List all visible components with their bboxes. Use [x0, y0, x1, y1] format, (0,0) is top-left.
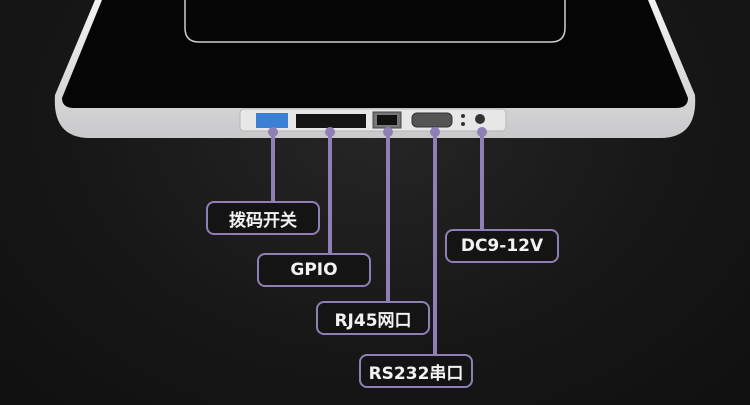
callout-gpio: GPIO — [257, 253, 371, 287]
dip-switch-port — [256, 113, 288, 128]
callout-dot — [477, 127, 487, 137]
gpio-port — [296, 114, 366, 128]
callout-dc-power: DC9-12V — [445, 229, 559, 263]
callout-dot — [430, 127, 440, 137]
callout-dot — [325, 127, 335, 137]
rj45-socket — [377, 115, 397, 125]
screen — [62, 0, 688, 108]
screen-inner-frame — [184, 0, 566, 43]
callout-lines — [268, 127, 487, 355]
callout-dip-switch: 拨码开关 — [206, 201, 320, 235]
dc-jack — [475, 114, 485, 124]
indicator-led — [461, 122, 465, 126]
indicator-led — [461, 114, 465, 118]
callout-dot — [268, 127, 278, 137]
callout-dot — [383, 127, 393, 137]
rs232-port — [411, 112, 453, 128]
callout-rj45: RJ45网口 — [316, 301, 430, 335]
callout-rs232: RS232串口 — [359, 354, 473, 388]
